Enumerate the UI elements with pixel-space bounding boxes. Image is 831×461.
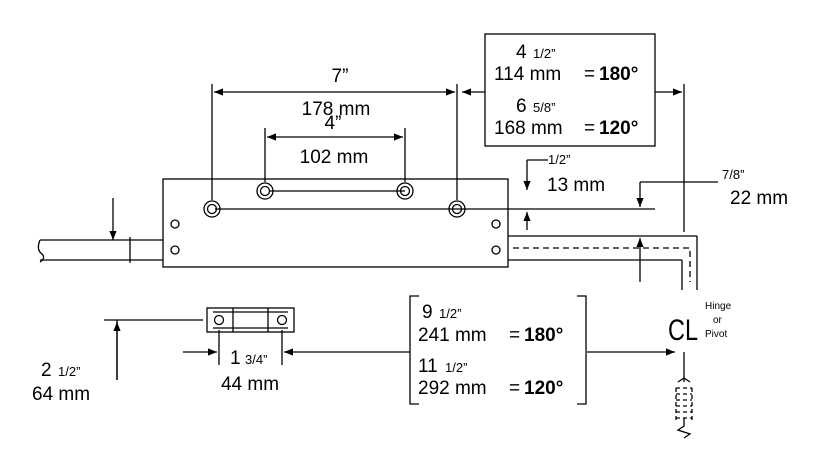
- label-1-3-4-whole: 1: [230, 348, 241, 369]
- bracket-row2-deg: 120°: [524, 378, 563, 399]
- box-row1-eq: =: [584, 64, 595, 85]
- bracket-row1-eq: =: [509, 325, 520, 346]
- hinge-label: Hinge: [705, 301, 732, 312]
- closer-body: [162, 178, 509, 268]
- label-2-half-whole: 2: [41, 360, 52, 381]
- box-row2-deg: 120°: [599, 118, 638, 139]
- mounting-screws: [170, 182, 501, 255]
- label-7-8in: 7/8”: [722, 167, 744, 182]
- bracket-row1-whole: 9: [422, 302, 433, 323]
- label-4in: 4”: [325, 113, 342, 134]
- bracket-row1-deg: 180°: [524, 325, 563, 346]
- label-44mm: 44 mm: [221, 374, 279, 395]
- label-7in: 7”: [332, 66, 349, 87]
- label-13mm: 13 mm: [547, 175, 605, 196]
- box-row2-whole: 6: [516, 96, 527, 117]
- box-row1-whole: 4: [516, 42, 527, 63]
- label-102mm: 102 mm: [300, 147, 369, 168]
- bracket-row2-whole: 11: [418, 356, 438, 377]
- right-bracket: [577, 295, 587, 405]
- bracket-row2-eq: =: [509, 378, 520, 399]
- pivot-label: Pivot: [705, 329, 727, 340]
- shoe-bracket: [206, 307, 295, 333]
- bracket-row1-frac: 1/2”: [439, 306, 461, 321]
- box-row1-mm: 114 mm: [494, 64, 561, 85]
- left-bracket: [409, 295, 419, 405]
- bracket-row2-frac: 1/2”: [445, 360, 467, 375]
- centerline-symbol: CL: [668, 314, 698, 347]
- hinge-pivot: [675, 352, 693, 439]
- label-64mm: 64 mm: [32, 384, 90, 405]
- label-22mm: 22 mm: [730, 188, 788, 209]
- label-1-3-4-frac: 3/4”: [245, 352, 267, 367]
- box-row2-mm: 168 mm: [494, 118, 563, 139]
- frame-section: [508, 235, 698, 290]
- box-row2-frac: 5/8”: [533, 100, 555, 115]
- box-row2-eq: =: [584, 118, 595, 139]
- arm-length-box: [484, 33, 656, 147]
- label-2-half-frac: 1/2”: [58, 364, 80, 379]
- label-178mm: 178 mm: [302, 99, 371, 120]
- or-label: or: [713, 315, 723, 326]
- door-section: [37, 237, 163, 263]
- label-half-in: 1/2”: [548, 152, 570, 167]
- bracket-row1-mm: 241 mm: [418, 325, 487, 346]
- bracket-row2-mm: 292 mm: [418, 378, 487, 399]
- box-row1-frac: 1/2”: [533, 46, 555, 61]
- box-row1-deg: 180°: [599, 64, 638, 85]
